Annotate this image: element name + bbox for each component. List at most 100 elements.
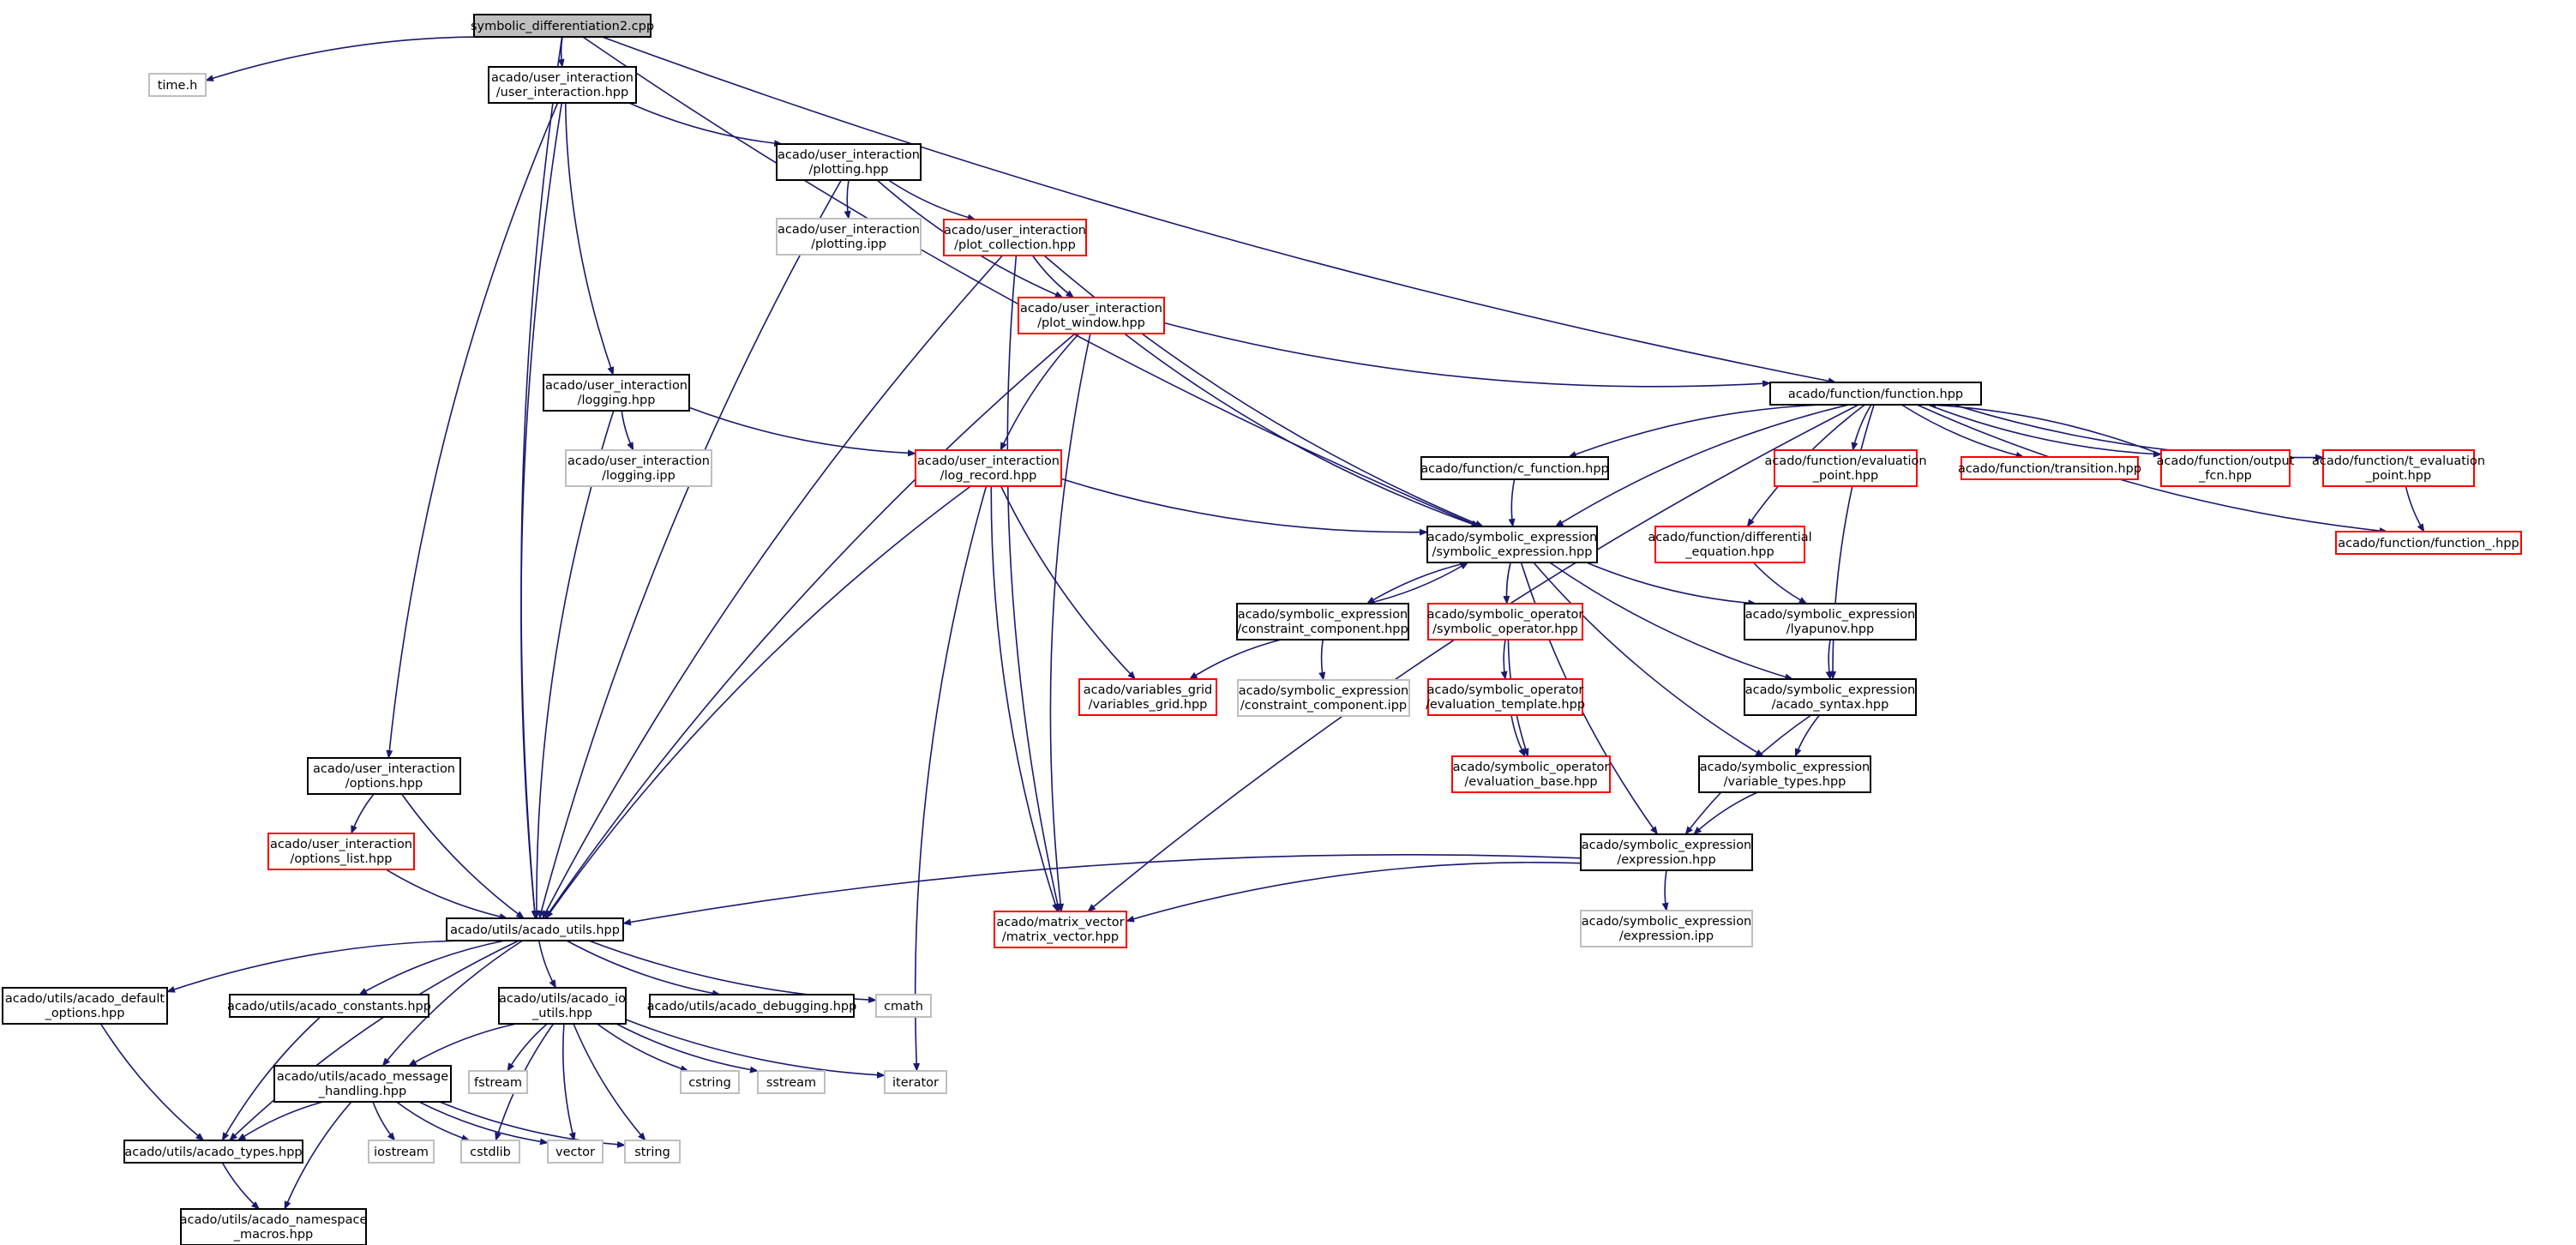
edge-eval-template-to-eval-base xyxy=(1510,714,1526,757)
node-box xyxy=(649,994,855,1018)
node-log-record[interactable]: acado/user_interaction/log_record.hpp xyxy=(915,449,1062,487)
edge-plot-collection-to-sym-expr xyxy=(1043,255,1484,527)
edge-message-handling-to-vector xyxy=(418,1101,549,1146)
node-plotting[interactable]: acado/user_interaction/plotting.hpp xyxy=(776,143,922,181)
node-box xyxy=(624,1140,681,1164)
node-constraint-comp[interactable]: acado/symbolic_expression/constraint_com… xyxy=(1236,603,1409,641)
node-label: acado/user_interaction xyxy=(270,838,412,851)
node-box xyxy=(2160,449,2291,487)
node-label: acado/user_interaction xyxy=(944,224,1086,238)
edge-constraint-comp-to-variables-grid xyxy=(1188,639,1282,680)
edge-message-handling-to-iostream xyxy=(372,1101,396,1141)
node-label: fstream xyxy=(474,1076,522,1090)
edge-plotting-to-plotting-ipp xyxy=(844,179,851,220)
node-box xyxy=(123,1140,303,1164)
node-box xyxy=(273,1065,452,1103)
edge-acado-utils-to-message-handling xyxy=(381,940,523,1067)
node-box xyxy=(1420,456,1609,480)
edge-t-eval-point-to-function- xyxy=(2405,485,2425,532)
node-label: /log_record.hpp xyxy=(940,469,1037,483)
node-box xyxy=(1654,526,1805,563)
node-types[interactable]: acado/utils/acado_types.hpp xyxy=(123,1140,303,1164)
node-label: _equation.hpp xyxy=(1684,545,1774,559)
node-variables-grid[interactable]: acado/variables_grid/variables_grid.hpp xyxy=(1078,678,1217,716)
node-label: /options_list.hpp xyxy=(290,852,392,866)
node-box xyxy=(1237,679,1410,717)
node-acado-utils[interactable]: acado/utils/acado_utils.hpp xyxy=(446,917,624,941)
node-label: /logging.ipp xyxy=(602,469,676,483)
node-ui[interactable]: acado/user_interaction/user_interaction.… xyxy=(488,66,637,104)
node-label: acado/symbolic_expression xyxy=(1582,839,1752,852)
node-plot-collection[interactable]: acado/user_interaction/plot_collection.h… xyxy=(943,219,1087,256)
node-logging[interactable]: acado/user_interaction/logging.hpp xyxy=(543,374,690,412)
node-function[interactable]: acado/function/function.hpp xyxy=(1769,382,1982,406)
edge-constraint-comp-to-constraint-comp-ipp xyxy=(1318,639,1326,681)
edge-acado-utils-to-types xyxy=(229,940,519,1141)
node-c-function[interactable]: acado/function/c_function.hpp xyxy=(1420,456,1609,480)
node-box xyxy=(460,1140,520,1164)
node-sym-expr[interactable]: acado/symbolic_expression/symbolic_expre… xyxy=(1426,526,1598,563)
edge-io-utils-to-fstream xyxy=(507,1023,548,1072)
node-io-utils[interactable]: acado/utils/acado_io_utils.hpp xyxy=(498,987,627,1025)
node-label: /evaluation_base.hpp xyxy=(1464,775,1597,789)
edge-ui-to-plotting xyxy=(628,102,784,147)
node-box xyxy=(2,987,168,1025)
node-namespace-macros[interactable]: acado/utils/acado_namespace_macros.hpp xyxy=(180,1208,368,1245)
node-label: vector xyxy=(555,1146,595,1159)
node-expression-ipp: acado/symbolic_expression/expression.ipp xyxy=(1580,910,1753,947)
node-function-[interactable]: acado/function/function_.hpp xyxy=(2335,531,2522,555)
edge-message-handling-to-namespace-macros xyxy=(284,1101,352,1210)
node-root[interactable]: symbolic_differentiation2.cpp xyxy=(471,14,654,38)
edge-options-to-acado-utils xyxy=(400,793,525,919)
node-label: acado/utils/acado_message xyxy=(277,1070,448,1084)
node-vector: vector xyxy=(547,1140,603,1164)
node-constants[interactable]: acado/utils/acado_constants.hpp xyxy=(227,994,431,1018)
node-sym-operator[interactable]: acado/symbolic_operator/symbolic_operato… xyxy=(1427,603,1584,641)
edge-sym-expr-to-variable-types xyxy=(1533,562,1764,757)
node-label: acado/matrix_vector xyxy=(996,916,1124,929)
node-label: _fcn.hpp xyxy=(2198,469,2252,483)
edge-function-to-output-fcn xyxy=(1927,404,2162,458)
node-label: cmath xyxy=(884,1000,923,1013)
node-box xyxy=(1427,678,1583,716)
node-debugging[interactable]: acado/utils/acado_debugging.hpp xyxy=(647,994,857,1018)
node-label: acado/utils/acado_debugging.hpp xyxy=(647,1000,857,1013)
node-logging-ipp: acado/user_interaction/logging.ipp xyxy=(565,449,712,487)
node-acado-syntax[interactable]: acado/symbolic_expression/acado_syntax.h… xyxy=(1744,678,1917,716)
node-box xyxy=(488,66,637,104)
node-transition[interactable]: acado/function/transition.hpp xyxy=(1958,456,2141,480)
node-t-eval-point[interactable]: acado/function/t_evaluation_point.hpp xyxy=(2312,449,2485,487)
node-label: acado/symbolic_expression xyxy=(1582,915,1752,929)
node-eval-point[interactable]: acado/function/evaluation_point.hpp xyxy=(1764,449,1927,487)
node-box xyxy=(1427,603,1583,641)
node-output-fcn[interactable]: acado/function/output_fcn.hpp xyxy=(2157,449,2295,487)
node-lyapunov[interactable]: acado/symbolic_expression/lyapunov.hpp xyxy=(1744,603,1917,641)
node-diff-eq[interactable]: acado/function/differential_equation.hpp xyxy=(1648,526,1812,563)
node-options[interactable]: acado/user_interaction/options.hpp xyxy=(307,757,461,795)
edge-sym-expr-to-acado-syntax xyxy=(1549,562,1794,681)
node-box xyxy=(1774,449,1918,487)
node-message-handling[interactable]: acado/utils/acado_message_handling.hpp xyxy=(273,1065,452,1103)
node-box xyxy=(446,917,624,941)
edge-io-utils-to-string xyxy=(573,1023,646,1141)
edge-io-utils-to-message-handling xyxy=(407,1023,517,1067)
node-eval-base[interactable]: acado/symbolic_operator/evaluation_base.… xyxy=(1451,755,1611,793)
node-label: /logging.hpp xyxy=(578,394,656,407)
edge-io-utils-to-iterator xyxy=(625,1019,886,1079)
node-label: iostream xyxy=(374,1146,429,1159)
node-label: /variable_types.hpp xyxy=(1724,775,1846,789)
node-options-list[interactable]: acado/user_interaction/options_list.hpp xyxy=(267,833,415,870)
node-label: acado/function/c_function.hpp xyxy=(1420,462,1608,476)
node-variable-types[interactable]: acado/symbolic_expression/variable_types… xyxy=(1698,755,1871,793)
node-label: acado/utils/acado_default xyxy=(5,992,165,1006)
node-box xyxy=(884,1070,947,1094)
node-box xyxy=(2335,531,2522,555)
edge-log-record-to-matrix-vector xyxy=(990,485,1059,912)
node-label: acado/user_interaction xyxy=(917,454,1060,468)
node-matrix-vector[interactable]: acado/matrix_vector/matrix_vector.hpp xyxy=(994,911,1127,948)
node-plot-window[interactable]: acado/user_interaction/plot_window.hpp xyxy=(1018,297,1165,334)
edge-acado-syntax-to-variable-types xyxy=(1794,714,1821,757)
node-eval-template[interactable]: acado/symbolic_operator/evaluation_templ… xyxy=(1426,678,1585,716)
node-default-options[interactable]: acado/utils/acado_default_options.hpp xyxy=(2,987,168,1025)
node-expression[interactable]: acado/symbolic_expression/expression.hpp xyxy=(1580,833,1753,871)
